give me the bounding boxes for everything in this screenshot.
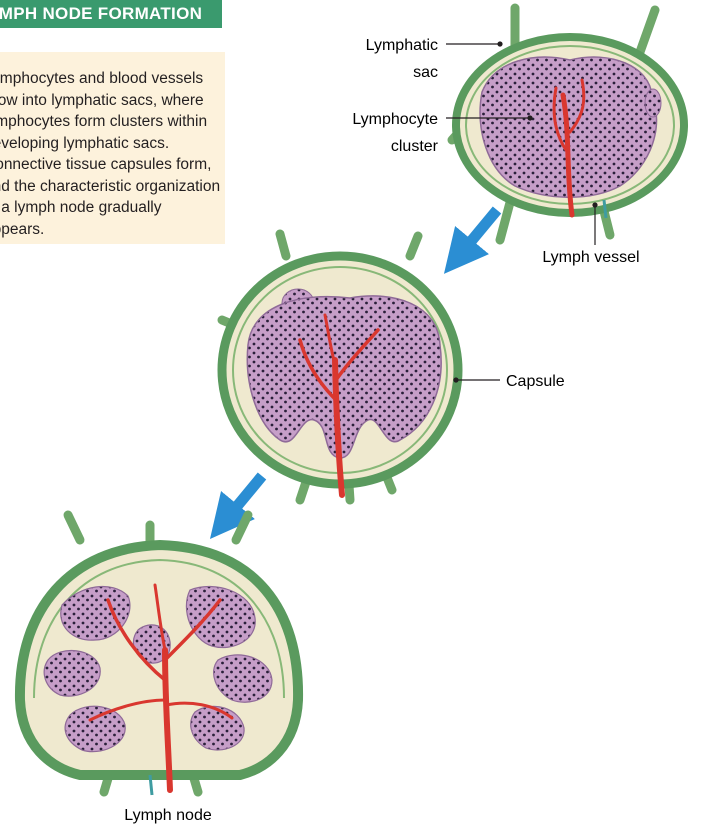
stage-1-lymph-vessel	[604, 200, 606, 218]
stage-3-lymph-node	[20, 515, 298, 795]
label-lymphatic-sac-line1: Lymphatic	[366, 37, 438, 54]
stage-1-lymphatic-sac	[452, 8, 684, 240]
label-lymphocyte-cluster-line1: Lymphocyte	[352, 111, 438, 128]
label-lymph-vessel: Lymph vessel	[542, 249, 639, 266]
down-left-arrow-icon	[458, 210, 497, 257]
label-capsule: Capsule	[506, 373, 565, 390]
label-lymphatic-sac-line2: sac	[413, 64, 438, 81]
stage-2-developing-node	[222, 234, 458, 500]
label-lymphocyte-cluster-line2: cluster	[391, 138, 439, 155]
label-lymph-node: Lymph node	[124, 807, 212, 824]
